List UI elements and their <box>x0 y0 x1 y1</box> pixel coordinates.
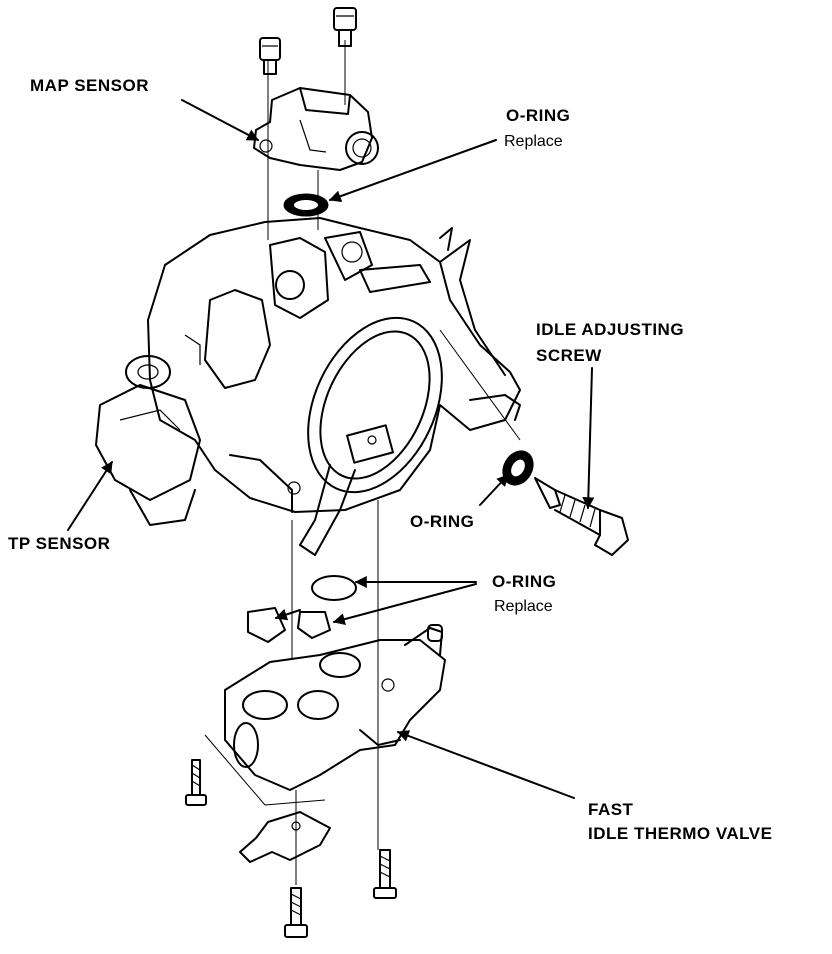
idle-adjusting-screw-label-line1: IDLE ADJUSTING <box>536 320 685 339</box>
tp-sensor-label: TP SENSOR <box>8 534 111 553</box>
bolt-right <box>373 849 397 899</box>
map-sensor-part <box>253 87 379 171</box>
bracket-part <box>239 811 331 863</box>
fast-idle-label-line2: IDLE THERMO VALVE <box>588 824 773 843</box>
bolt-bottom <box>284 887 308 938</box>
o-ring-bottom-parts <box>247 575 357 643</box>
tp-sensor-part <box>95 355 201 526</box>
o-ring-top-part <box>283 193 329 217</box>
idle-adjusting-screw-label-line2: SCREW <box>536 346 602 365</box>
o-ring-mid-part <box>502 450 534 486</box>
idle-adjusting-screw-part <box>534 477 629 556</box>
leader-arrows <box>67 99 595 799</box>
o-ring-top-note: Replace <box>504 133 563 150</box>
throttle-body-part <box>147 217 521 556</box>
o-ring-top-label: O-RING <box>506 106 571 125</box>
o-ring-bottom-note: Replace <box>494 598 553 615</box>
top-connector-right <box>333 7 357 47</box>
top-connector-left <box>259 37 281 75</box>
fast-idle-label-line1: FAST <box>588 800 634 819</box>
bolt-left <box>185 759 207 806</box>
o-ring-bottom-label: O-RING <box>492 572 557 591</box>
map-sensor-label: MAP SENSOR <box>30 76 149 95</box>
o-ring-mid-label: O-RING <box>410 512 475 531</box>
alignment-lines <box>204 40 521 885</box>
fast-idle-thermo-valve-part <box>224 624 446 791</box>
